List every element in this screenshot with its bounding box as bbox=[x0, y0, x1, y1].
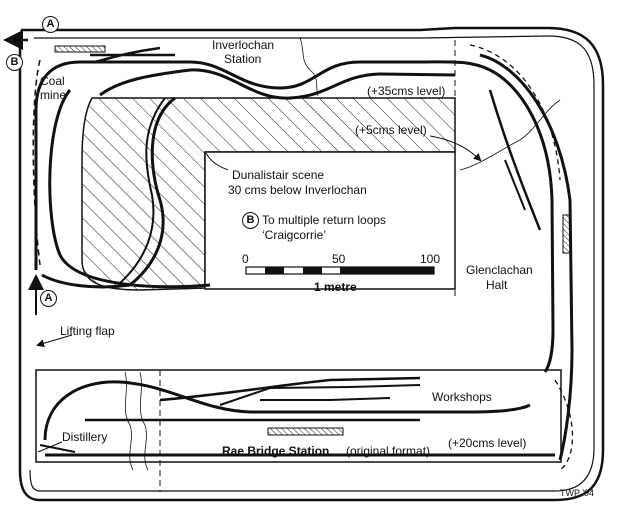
inverlochan-platform bbox=[54, 45, 106, 53]
marker-a-left: A bbox=[40, 290, 57, 307]
label-level35: (+35cms level) bbox=[367, 84, 446, 98]
rae-bridge-platform bbox=[267, 427, 344, 436]
scale-seg-2 bbox=[303, 267, 322, 274]
level5-arrow bbox=[429, 135, 482, 162]
label-level5: (+5cms level) bbox=[355, 123, 427, 137]
label-level20: (+20cms level) bbox=[448, 436, 527, 450]
label-coal: Coal bbox=[40, 74, 65, 88]
rae-bridge-siding bbox=[39, 444, 76, 453]
label-multiple-return-2: ‘Craigcorrie’ bbox=[262, 228, 327, 242]
scale-tick-100: 100 bbox=[420, 252, 441, 266]
rae-bridge-dashed bbox=[554, 379, 574, 471]
s-curve-track-2 bbox=[119, 97, 166, 284]
label-glenclachan-halt: Halt bbox=[486, 278, 508, 292]
glenclachan-siding bbox=[488, 89, 542, 231]
rae-bridge-yard-3 bbox=[219, 384, 421, 406]
rae-bridge-yard-2 bbox=[159, 376, 421, 402]
label-coal-mine: mine bbox=[40, 88, 67, 102]
river-right bbox=[459, 99, 561, 171]
marker-b-key: B bbox=[242, 212, 259, 229]
label-dunalistair-1: Dunalistair scene bbox=[232, 168, 325, 182]
dunalistair-hatched-area bbox=[81, 97, 456, 291]
distillery-arrow bbox=[37, 441, 63, 453]
marker-b-left: B bbox=[6, 54, 23, 71]
label-distillery: Distillery bbox=[62, 430, 108, 444]
label-lifting-flap: Lifting flap bbox=[60, 324, 115, 338]
label-glenclachan: Glenclachan bbox=[466, 263, 533, 277]
dashed-connection bbox=[32, 59, 41, 266]
label-signature: TWP '94 bbox=[560, 488, 595, 498]
baseboard-inner-edge bbox=[29, 35, 595, 492]
label-rae-bridge-note: (original format) bbox=[346, 444, 431, 458]
s-curve-track-1 bbox=[129, 96, 176, 287]
inverlochan-siding bbox=[90, 46, 175, 64]
dunalistair-arrow bbox=[205, 152, 229, 171]
label-dunalistair-2: 30 cms below Inverlochan bbox=[228, 183, 367, 197]
glenclachan-platform bbox=[562, 214, 571, 254]
rae-bridge-board bbox=[35, 369, 562, 463]
rae-bridge-loop bbox=[43, 380, 531, 441]
marker-a-top: A bbox=[42, 16, 59, 33]
scale-seg-1 bbox=[265, 267, 284, 274]
label-workshops: Workshops bbox=[432, 390, 492, 404]
glenclachan-siding-2 bbox=[504, 159, 526, 211]
scale-tick-50: 50 bbox=[332, 252, 346, 266]
river-top bbox=[299, 37, 319, 97]
right-track-outer bbox=[479, 53, 574, 461]
main-running-line bbox=[34, 60, 555, 373]
lifting-flap-arrow bbox=[36, 334, 73, 348]
rae-bridge-yard-4 bbox=[260, 397, 391, 401]
return-line bbox=[41, 273, 131, 289]
left-descent bbox=[48, 89, 211, 289]
scale-tick-0: 0 bbox=[242, 252, 249, 266]
label-rae-bridge: Rae Bridge Station bbox=[222, 444, 330, 458]
right-track-dashed bbox=[469, 44, 561, 181]
river-bottom bbox=[139, 371, 149, 471]
label-inverlochan-station: Station bbox=[224, 52, 262, 66]
river-bottom-2 bbox=[124, 371, 134, 471]
baseboard-outline bbox=[18, 26, 605, 502]
inverlochan-loop bbox=[99, 68, 456, 100]
scale-seg-3 bbox=[340, 267, 434, 274]
scale-unit: 1 metre bbox=[314, 280, 357, 294]
label-multiple-return-1: To multiple return loops bbox=[262, 213, 387, 227]
label-inverlochan: Inverlochan bbox=[212, 38, 275, 52]
